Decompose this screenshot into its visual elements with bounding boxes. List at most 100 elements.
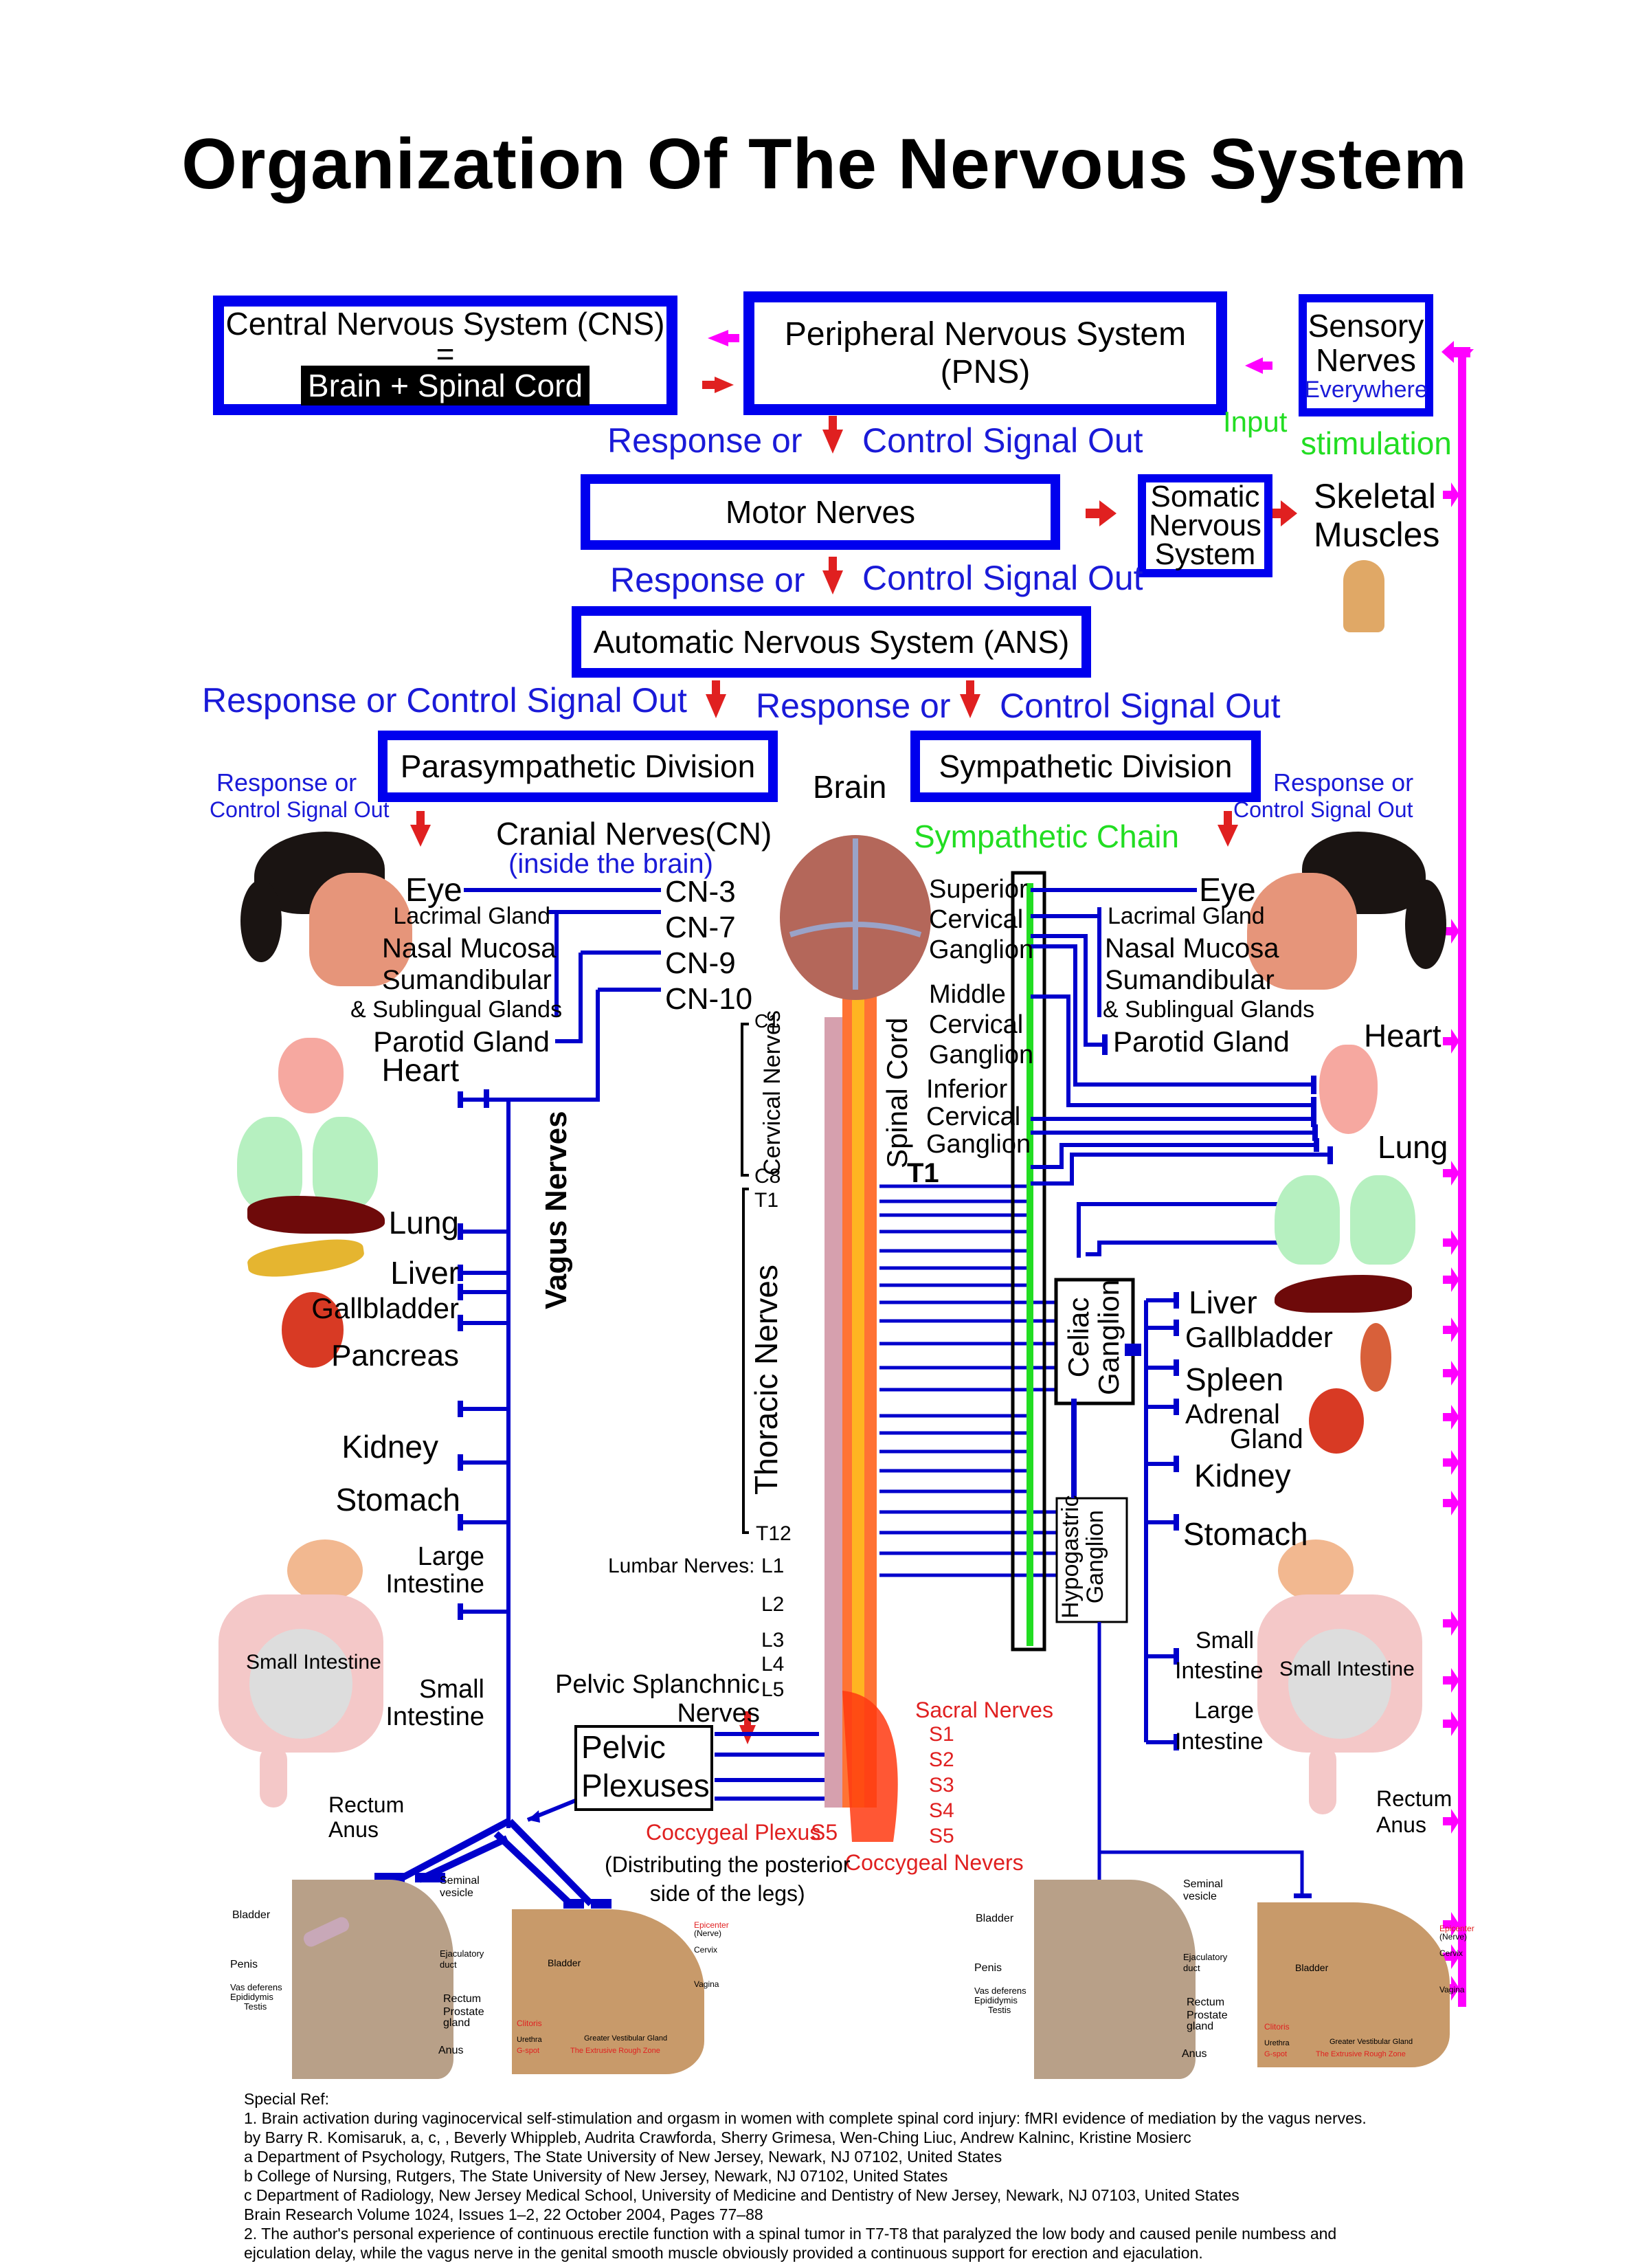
heart-left-image [278, 1038, 344, 1113]
pelvic-splanchnic-line2: Nerves [677, 1699, 760, 1728]
cns-box: Central Nervous System (CNS) = Brain + S… [213, 296, 677, 415]
cranial-nerves-subtitle: (inside the brain) [508, 849, 713, 879]
celiac-ganglion-box [1054, 1278, 1135, 1405]
heart-right-image [1319, 1045, 1378, 1134]
para-heart: Heart [381, 1052, 459, 1088]
sympathetic-chain-label: Sympathetic Chain [914, 819, 1180, 854]
coccygeal-plexus-label: Coccygeal Plexus [646, 1820, 821, 1845]
signal-response-sym: Response or [1273, 768, 1414, 797]
female-l-cervix: Cervix [694, 1945, 718, 1955]
feedback-arrow-head [1451, 482, 1459, 507]
brain-spinal-cord-label: Brain + Spinal Cord [300, 366, 590, 405]
lbl: gland [443, 2017, 471, 2029]
female-l-bladder: Bladder [548, 1957, 581, 1968]
distributing-line2: side of the legs) [649, 1881, 805, 1906]
feedback-arrow-head [1451, 1976, 1459, 2001]
ganglion-line: Ganglion [929, 935, 1034, 964]
lbl: duct [440, 1959, 457, 1970]
intestine-left-image [218, 1539, 383, 1808]
lbl: Prostate [443, 2006, 484, 2018]
lbl: duct [1183, 1963, 1200, 1973]
skeletal-muscles-label: Skeletal Muscles [1314, 477, 1439, 554]
sym-parotid: Parotid Gland [1113, 1025, 1290, 1058]
sym-sumandibular: Sumandibular [1105, 965, 1275, 995]
sym-gallbladder: Gallbladder [1185, 1321, 1333, 1353]
pns-label-line2: (PNS) [940, 354, 1031, 390]
male-l-rectum: Rectum [443, 1993, 482, 2005]
cranial-nerve-list: CN-3 CN-7 CN-9 CN-10 [665, 874, 752, 1017]
ref-line: Special Ref: [244, 2090, 330, 2108]
feedback-arrow-head [1451, 1029, 1459, 1054]
lbl: (Nerve) [694, 1928, 722, 1938]
female-anatomy-right [1257, 1902, 1450, 2067]
celiac-line2: Ganglion [1092, 1279, 1125, 1395]
para-sublingual: & Sublingual Glands [350, 997, 563, 1023]
pelvic-splanchnic-label: Pelvic Splanchnic Nerves [555, 1670, 760, 1728]
lumbar-nerves-label: Lumbar Nerves: [608, 1555, 755, 1577]
spinal-cord-shaft [824, 1017, 842, 1808]
level-s4: S4 [929, 1799, 954, 1822]
sensory-label-3: Everywhere [1304, 377, 1428, 403]
input-label: Input [1223, 405, 1288, 438]
stimulation-label: stimulation [1301, 425, 1452, 461]
sensory-nerves-box: Sensory Nerves Everywhere [1299, 294, 1433, 416]
lbl: Seminal [440, 1875, 480, 1887]
level-l1: L1 [761, 1555, 785, 1577]
female-r-cervix: Cervix [1439, 1948, 1463, 1958]
sacral-nerves-label: Sacral Nerves [915, 1698, 1053, 1722]
celiac-line1: Celiac [1062, 1297, 1095, 1378]
lbl: Vas deferens [230, 1982, 282, 1992]
level-l5: L5 [761, 1678, 785, 1701]
female-l-urethra: Urethra [517, 2036, 542, 2044]
arrow-cns-to-pns [715, 377, 734, 393]
superior-cervical-ganglion: Superior Cervical Ganglion [929, 874, 1033, 965]
arrow-sensory-to-pns [1245, 357, 1263, 374]
para-sumandibular: Sumandibular [382, 965, 552, 995]
para-large-intestine: Large Intestine [385, 1542, 484, 1599]
celiac-ganglion-label: Celiac Ganglion [1062, 1279, 1125, 1395]
para-stomach: Stomach [335, 1482, 460, 1517]
feedback-arrow-head [1451, 1318, 1459, 1342]
ganglion-line: Ganglion [929, 1041, 1034, 1069]
feedback-arrow-head [1451, 1611, 1459, 1636]
sacral-levels: S1 S2 S3 S4 S5 [929, 1722, 954, 1849]
cervical-nerves-label: Cervical Nerves [759, 1010, 785, 1175]
feedback-arrow-head [1451, 1450, 1459, 1475]
ans-box: Automatic Nervous System (ANS) [572, 606, 1091, 678]
head-left-image [240, 832, 412, 990]
feedback-arrow-head [1451, 1711, 1459, 1736]
signal-control-2: Control Signal Out [862, 559, 1143, 597]
para-rectum-anus: Rectum Anus [328, 1792, 404, 1842]
sym-eye: Eye [1199, 872, 1256, 909]
cns-label: Central Nervous System (CNS) [225, 306, 665, 342]
motor-nerves-box: Motor Nerves [581, 474, 1060, 550]
cn-10: CN-10 [665, 982, 753, 1016]
lbl: vesicle [1183, 1891, 1217, 1902]
sym-large-intestine: Intestine [1175, 1728, 1264, 1755]
female-r-epicenter: Epicenter(Nerve) [1439, 1924, 1474, 1941]
level-l2: L2 [761, 1593, 785, 1616]
ref-line: by Barry R. Komisaruk, a, c, , Beverly W… [244, 2128, 1191, 2146]
male-r-penis: Penis [974, 1962, 1002, 1974]
page-title: Organization Of The Nervous System [181, 124, 1468, 204]
feedback-arrow-top [1454, 347, 1470, 357]
distributing-line1: (Distributing the posterior [605, 1852, 851, 1877]
feedback-arrow-head [1451, 1668, 1459, 1693]
ans-label: Automatic Nervous System (ANS) [593, 624, 1070, 660]
head-right-image [1247, 832, 1446, 990]
para-anus: Anus [328, 1817, 379, 1842]
male-anatomy-right [948, 1873, 1250, 2079]
level-t1-sym: T1 [907, 1158, 939, 1188]
level-t12: T12 [756, 1522, 792, 1545]
signal-control-3: Control Signal Out [1000, 687, 1281, 725]
female-r-bladder: Bladder [1295, 1962, 1329, 1973]
sym-rectum-anus: Rectum Anus [1376, 1786, 1452, 1838]
sensory-label-1: Sensory [1308, 308, 1424, 344]
lbl: gland [1187, 2021, 1214, 2032]
feedback-arrow-head [1451, 1405, 1459, 1430]
pelvic-splanchnic-lines [715, 1732, 824, 1801]
brain-label: Brain [813, 769, 887, 805]
middle-cervical-ganglion: Middle Cervical Ganglion [929, 979, 1033, 1070]
